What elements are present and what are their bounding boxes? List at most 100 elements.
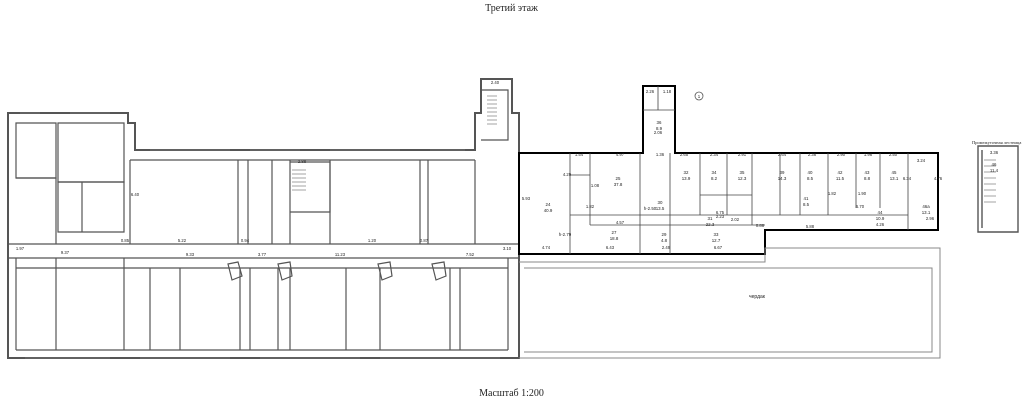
dim-label: 5.88 — [806, 224, 815, 229]
side-stair-label: Промежуточная лестница — [972, 140, 1022, 145]
dim-label: 5.22 — [178, 238, 187, 243]
room-area: 8.5 — [803, 202, 810, 207]
section-marker-label: 1 — [698, 94, 701, 99]
room-area: 4.8 — [661, 238, 668, 243]
room-area: 11.5 — [836, 176, 845, 181]
dim-label: 4.26 — [876, 222, 885, 227]
floor-title: Третий этаж — [485, 3, 538, 14]
dim-label: 9.37 — [61, 250, 70, 255]
dim-label: 0.87 — [420, 238, 429, 243]
dim-label: 4.97 — [616, 152, 625, 157]
dim-label: 1.36 — [656, 152, 665, 157]
dim-label: 4.74 — [542, 245, 551, 250]
room-number: 27 — [612, 230, 617, 235]
room-number: 29 — [662, 232, 667, 237]
dim-label: 9.33 — [186, 252, 195, 257]
dim-label: 1.90 — [858, 191, 867, 196]
attic-outline — [519, 247, 941, 359]
dim-label: 11.23 — [335, 252, 346, 257]
room-number: 36 — [657, 120, 662, 125]
side-stair-block — [977, 145, 1019, 233]
dim-label: 3.10 — [503, 246, 512, 251]
left-wing-walls — [7, 78, 520, 359]
dim-label: 1.96 — [864, 152, 873, 157]
dim-label: 4.76 — [934, 176, 943, 181]
dim-label: 4.29 — [563, 172, 572, 177]
window-marks — [20, 112, 500, 359]
dim-label: 2.88 — [298, 159, 307, 164]
room-area: 13.5 — [656, 206, 665, 211]
room-labels: 24 40.9 25 37.8 27 18.8 29 4.8 30 13.5 3… — [544, 94, 999, 243]
dim-label: 6.75 — [716, 210, 725, 215]
dim-label: 2.49 — [662, 245, 671, 250]
room-area: 8.2 — [711, 176, 718, 181]
dim-label: 2.50 — [889, 152, 898, 157]
dim-label: 0.86 — [756, 223, 765, 228]
room-number: 43 — [865, 170, 870, 175]
dim-label: 1.08 — [591, 183, 600, 188]
dim-label: 1.54 — [575, 152, 584, 157]
dim-label: 6.34 — [903, 176, 912, 181]
room-number: 40 — [808, 170, 813, 175]
room-number: 35 — [740, 170, 745, 175]
dim-label: 3.77 — [258, 252, 267, 257]
level-mark: h-2.79 — [559, 232, 572, 237]
room-number: 31 — [708, 216, 713, 221]
dim-label: 6.70 — [856, 204, 865, 209]
highlighted-zone — [518, 85, 939, 255]
section-marker — [694, 91, 704, 101]
room-area: 18.8 — [610, 236, 619, 241]
room-area: 11.4 — [990, 168, 999, 173]
attic-label: чердак — [749, 294, 766, 300]
dim-label: 1.97 — [16, 246, 25, 251]
dim-label: 0.85 — [121, 238, 130, 243]
room-number: 44 — [878, 210, 883, 215]
dim-label: 2.36 — [808, 152, 817, 157]
dim-label: 6.40 — [131, 192, 140, 197]
room-area: 10.9 — [876, 216, 885, 221]
room-number: 45 — [892, 170, 897, 175]
dim-label: 3.24 — [917, 158, 926, 163]
dimension-labels: 9.37 5.22 9.33 3.77 11.23 1.20 7.52 6.40… — [16, 80, 999, 257]
dim-label: 1.18 — [663, 89, 672, 94]
dim-label: 2.91 — [738, 152, 747, 157]
room-number: 24 — [546, 202, 551, 207]
dim-label: 2.06 — [654, 130, 663, 135]
room-number: 41 — [804, 196, 809, 201]
room-number: 39 — [780, 170, 785, 175]
dim-label: 2.96 — [926, 216, 935, 221]
room-area: 13.9 — [682, 176, 691, 181]
room-area: 8.9 — [656, 126, 663, 131]
room-area: 8.5 — [807, 176, 814, 181]
room-area: 12.7 — [712, 238, 721, 243]
room-area: 22.3 — [706, 222, 715, 227]
dim-label: 6.43 — [606, 245, 615, 250]
dim-label: 1.20 — [368, 238, 377, 243]
stairs — [292, 95, 996, 203]
room-number: 33 — [714, 232, 719, 237]
dim-label: 2.64 — [778, 152, 787, 157]
dim-label: 2.90 — [837, 152, 846, 157]
room-number: 30 — [658, 200, 663, 205]
room-area: 37.8 — [614, 182, 623, 187]
dim-label: 1.82 — [828, 191, 837, 196]
room-number: 32 — [684, 170, 689, 175]
dim-label: 2.23 — [716, 214, 725, 219]
dim-label: 0.94 — [241, 238, 250, 243]
room-number: 34 — [712, 170, 717, 175]
right-wing-partitions — [569, 86, 909, 254]
room-number: 46а — [922, 204, 930, 209]
dim-label: 3.36 — [990, 150, 999, 155]
dim-label: 2.40 — [491, 80, 500, 85]
dim-label: 2.26 — [646, 89, 655, 94]
dim-label: 7.52 — [466, 252, 475, 257]
room-area: 12.3 — [738, 176, 747, 181]
dim-label: 2.65 — [680, 152, 689, 157]
dim-label: 2.34 — [710, 152, 719, 157]
room-area: 8.8 — [864, 176, 871, 181]
room-number: 25 — [616, 176, 621, 181]
dim-label: 5.93 — [522, 196, 531, 201]
room-area: 40.9 — [544, 208, 553, 213]
room-number: 46 — [992, 162, 997, 167]
